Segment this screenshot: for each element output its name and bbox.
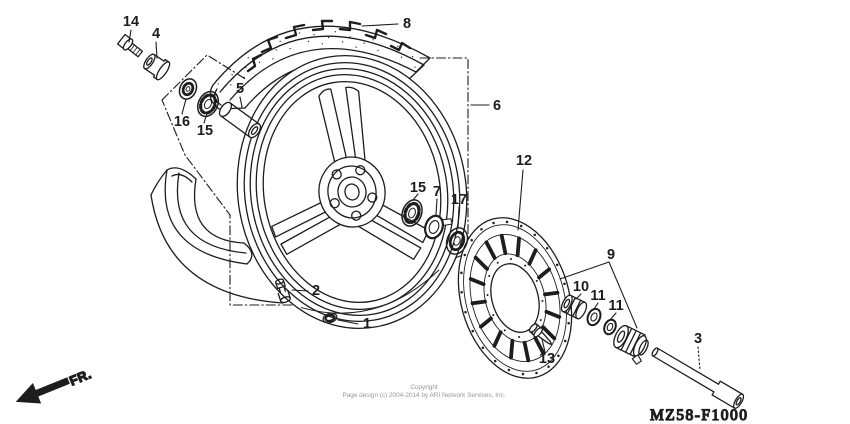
- part-label-4-1: 4: [152, 26, 160, 42]
- dust-seal-11b: [603, 318, 617, 336]
- part-label-6-6: 6: [493, 98, 501, 114]
- diagram-code: MZ58-F1000: [650, 407, 749, 424]
- hub-spacer-5: [218, 101, 262, 139]
- valve-nut-1: [322, 312, 338, 324]
- dust-seal-11a: [586, 307, 602, 327]
- part-label-17-10: 17: [451, 192, 467, 208]
- part-label-3-18: 3: [694, 331, 702, 347]
- copyright-line1: Copyright: [410, 384, 438, 391]
- part-label-10-15: 10: [573, 279, 589, 295]
- part-label-2-11: 2: [312, 283, 320, 299]
- side-collar-4: [143, 53, 171, 81]
- wheel-spokes: [271, 86, 430, 260]
- part-label-12-7: 12: [516, 153, 532, 169]
- part-label-1-12: 1: [363, 316, 371, 332]
- fr-arrow-shaft: [33, 377, 70, 398]
- wheel: [236, 54, 468, 330]
- part-label-15-8: 15: [410, 180, 426, 196]
- part-label-11-16: 11: [590, 288, 605, 304]
- wheel-hub: [318, 156, 386, 228]
- part-label-15-5: 15: [197, 123, 213, 139]
- part-label-5-2: 5: [236, 81, 244, 97]
- part-label-11-17: 11: [608, 298, 623, 314]
- tire-tread-pattern: [246, 19, 412, 73]
- dust-seal-16: [178, 78, 198, 100]
- oil-seal-17: [445, 227, 469, 255]
- speedometer-gear-retainer-9: [613, 324, 649, 365]
- fr-label: FR.: [67, 366, 93, 388]
- part-label-14: 14: [123, 14, 139, 30]
- group-9-bracket: [559, 261, 638, 329]
- bearing-15-left: [196, 90, 220, 118]
- fr-direction-arrow: FR.: [15, 366, 94, 404]
- tire-lower-section: [150, 167, 284, 304]
- assembly-boundary-outline: [161, 54, 469, 306]
- fr-arrow-head-icon: [15, 383, 42, 404]
- copyright-line2: Page design (c) 2004-2014 by ARI Network…: [342, 392, 505, 399]
- part-label-7-9: 7: [433, 184, 441, 200]
- part-label-16-4: 16: [174, 114, 190, 130]
- part-label-13-13: 13: [539, 351, 555, 367]
- brake-disc: [457, 217, 573, 379]
- leader-lines: [128, 23, 701, 371]
- front-axle-3: [651, 347, 745, 409]
- disc-inner-hole-ring: [486, 257, 544, 339]
- disc-vane-slots: [468, 233, 562, 363]
- axle-bolt-14: [116, 33, 144, 58]
- side-collar-10: [560, 294, 588, 320]
- tire-stipple-dots: [217, 31, 416, 86]
- bearing-15-right: [401, 199, 423, 227]
- part-label-8-3: 8: [403, 16, 411, 32]
- retainer-ring-7: [423, 214, 453, 240]
- part-label-9-14: 9: [607, 247, 615, 263]
- valve-stem-2: [275, 278, 291, 304]
- disc-bolt-13: [528, 323, 553, 346]
